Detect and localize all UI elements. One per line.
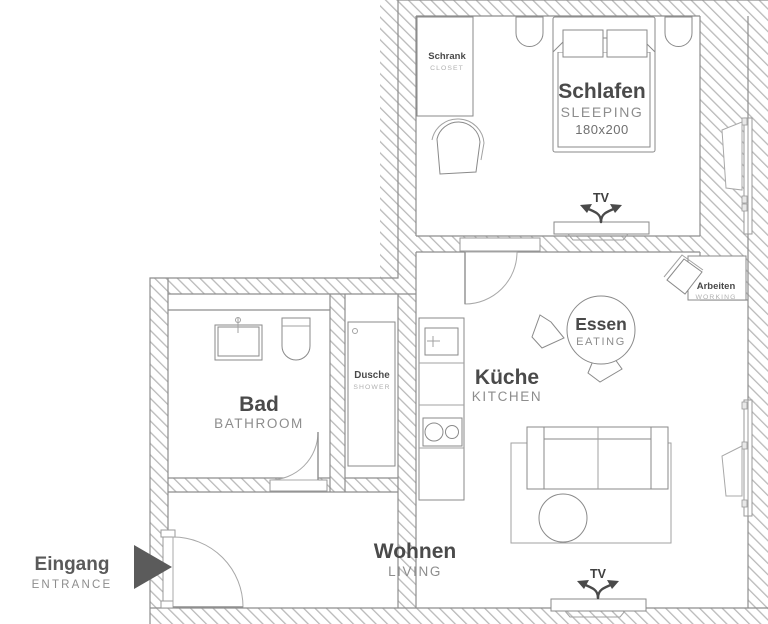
bedroom-door[interactable] bbox=[459, 237, 541, 305]
coffee-table bbox=[538, 493, 588, 543]
zone-label-working-en: WORKING bbox=[696, 294, 737, 301]
nightstand-left bbox=[515, 16, 544, 47]
room-label-sleeping-en: SLEEPING bbox=[561, 104, 644, 120]
entrance-label-en: ENTRANCE bbox=[32, 579, 113, 591]
kitchen-counter bbox=[418, 317, 465, 501]
wardrobe bbox=[416, 16, 474, 117]
annotation-tv-living: TV bbox=[590, 567, 607, 581]
wall-outlines bbox=[149, 0, 768, 624]
entrance-door[interactable] bbox=[160, 529, 244, 609]
shower-tray: Dusche SHOWER bbox=[347, 321, 396, 467]
dining-table bbox=[566, 295, 636, 365]
room-label-sleeping-de: Schlafen bbox=[558, 80, 646, 103]
room-kitchen: Küche KITCHEN Essen EATING Arbeiten WORK… bbox=[418, 237, 747, 501]
dining-chair-1 bbox=[531, 314, 565, 349]
room-label-living-en: LIVING bbox=[388, 564, 442, 579]
room-sleeping: Schrank CLOSET Schlafen SLEEPING 180x200… bbox=[416, 16, 753, 241]
zone-label-closet-en: CLOSET bbox=[430, 65, 464, 72]
bathroom-door[interactable] bbox=[269, 431, 328, 492]
entrance-arrow-icon bbox=[134, 545, 172, 589]
zone-label-shower-en: SHOWER bbox=[353, 384, 390, 391]
armchair-bedroom bbox=[431, 118, 485, 175]
sofa bbox=[526, 426, 669, 490]
balcony-door-living[interactable] bbox=[721, 399, 753, 517]
desk-chair bbox=[663, 254, 704, 295]
kitchen-sink bbox=[424, 327, 459, 356]
entrance-callout: Eingang ENTRANCE bbox=[32, 545, 172, 591]
working-desk: Arbeiten WORKING bbox=[663, 254, 747, 301]
double-bed bbox=[552, 16, 656, 153]
room-label-kitchen-de: Küche bbox=[475, 366, 539, 389]
zone-label-eating-de: Essen bbox=[575, 314, 627, 334]
room-label-kitchen-en: KITCHEN bbox=[472, 389, 542, 404]
nightstand-right bbox=[664, 16, 693, 47]
washbasin bbox=[214, 317, 263, 361]
tv-direction-arrows-living bbox=[577, 580, 619, 600]
toilet bbox=[281, 317, 311, 361]
room-label-living-de: Wohnen bbox=[374, 540, 456, 563]
zone-label-eating-en: EATING bbox=[576, 336, 626, 348]
zone-label-shower-de: Dusche bbox=[354, 370, 390, 381]
balcony-door-bedroom[interactable] bbox=[721, 117, 753, 235]
entrance-label-de: Eingang bbox=[35, 554, 110, 575]
room-label-sleeping-dim: 180x200 bbox=[575, 122, 628, 137]
room-living: Wohnen LIVING TV bbox=[160, 399, 753, 618]
tv-direction-arrows-bedroom bbox=[580, 204, 622, 224]
dining-area: Essen EATING bbox=[531, 295, 636, 383]
zone-label-working-de: Arbeiten bbox=[697, 281, 736, 292]
room-label-bathroom-de: Bad bbox=[239, 393, 279, 416]
room-bathroom: Dusche SHOWER Bad BATHROOM bbox=[214, 317, 396, 492]
annotation-tv-bedroom: TV bbox=[593, 191, 610, 205]
room-label-bathroom-en: BATHROOM bbox=[214, 416, 304, 431]
zone-label-closet-de: Schrank bbox=[428, 51, 466, 62]
cooktop bbox=[422, 417, 463, 447]
